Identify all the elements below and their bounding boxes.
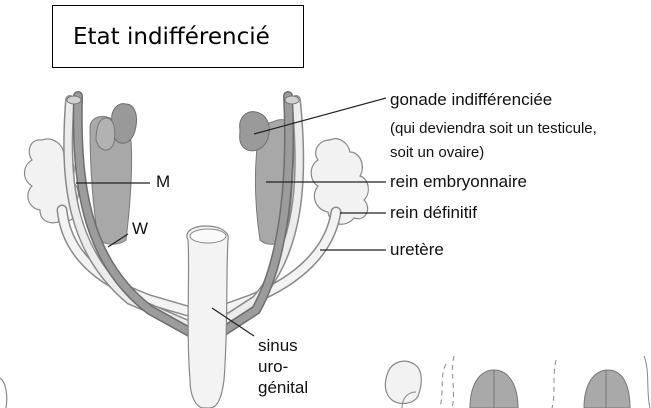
label-m: M (156, 172, 170, 192)
bottom-dashed-line-2 (452, 356, 454, 408)
label-uretere: uretère (390, 240, 444, 260)
bottom-small-structure (385, 361, 421, 403)
label-sinus-2: uro- (258, 357, 288, 377)
bottom-gonad-2 (584, 370, 630, 408)
title-box: Etat indifférencié (52, 5, 304, 68)
label-gonade-note-1: (qui deviendra soit un testicule, (390, 119, 597, 139)
label-w: W (132, 219, 148, 239)
bottom-dashed-line-1 (440, 364, 446, 408)
left-gonad (112, 104, 137, 144)
label-rein-definitif: rein définitif (390, 203, 477, 223)
label-rein-embryonnaire: rein embryonnaire (390, 172, 527, 192)
label-sinus-3: génital (258, 378, 308, 398)
label-sinus-1: sinus (258, 336, 298, 356)
urogenital-sinus (187, 226, 228, 408)
bottom-left-fragment (0, 378, 7, 408)
leader-gonade (254, 98, 386, 134)
label-gonade: gonade indifférenciée (390, 90, 552, 110)
label-gonade-note-2: soit un ovaire) (390, 143, 484, 163)
title-text: Etat indifférencié (73, 24, 270, 50)
